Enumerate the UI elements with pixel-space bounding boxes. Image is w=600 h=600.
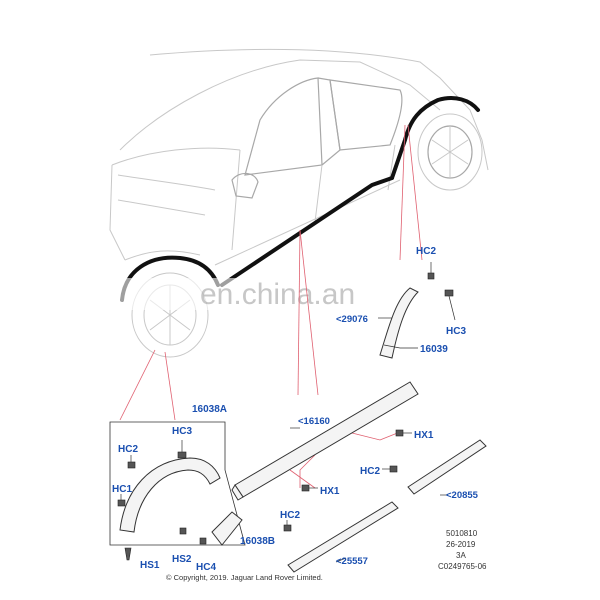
copyright-text: © Copyright, 2019. Jaguar Land Rover Lim… <box>166 573 323 582</box>
callout-16039: 16039 <box>420 344 448 355</box>
ref-line-2: 26-2019 <box>446 540 476 549</box>
bracket-16038B <box>211 511 243 546</box>
hc2-mid-fastener-icon <box>389 465 398 473</box>
callout-20855: <20855 <box>446 490 479 501</box>
callout-hs2: HS2 <box>172 554 192 565</box>
callout-hc3-right: HC3 <box>446 326 466 337</box>
leader-lines <box>119 124 423 489</box>
hx1-top-fastener-icon <box>395 429 404 437</box>
callout-hc1-box: HC1 <box>112 484 132 495</box>
watermark-text: en.china.an <box>200 278 355 311</box>
hc3-fastener-icon <box>444 289 454 297</box>
hc2-clip-icon <box>127 461 136 469</box>
callout-hc2-mid: HC2 <box>360 466 380 477</box>
reference-block: 5010810 26-2019 3A C0249765-06 <box>438 529 487 571</box>
callout-hc4: HC4 <box>196 562 216 573</box>
hs2-fastener-icon <box>179 527 187 535</box>
callout-16038A: 16038A <box>192 404 227 415</box>
hc2-bottom-fastener-icon <box>283 524 292 532</box>
ref-line-1: 5010810 <box>446 529 478 538</box>
part-16160 <box>231 381 419 501</box>
callout-hs1: HS1 <box>140 560 160 571</box>
callout-16038B: 16038B <box>240 536 275 547</box>
part-16039 <box>378 262 456 359</box>
detail-box-16038A <box>109 421 246 561</box>
ref-line-4: C0249765-06 <box>438 562 487 571</box>
hc1-clip-icon <box>117 499 126 507</box>
hc3-clip-icon <box>177 451 187 459</box>
callout-29076: <29076 <box>336 314 368 325</box>
callout-hx1-bottom: HX1 <box>320 486 340 497</box>
callout-hc2-box: HC2 <box>118 444 138 455</box>
hc2-fastener-icon <box>427 272 435 280</box>
callout-25557: <25557 <box>336 556 368 567</box>
callout-16160: <16160 <box>298 416 330 427</box>
part-20855 <box>382 439 487 496</box>
hx1-bottom-fastener-icon <box>301 484 310 492</box>
vehicle-outline <box>109 48 489 358</box>
front-arch-part <box>119 457 221 533</box>
ref-line-3: 3A <box>456 551 466 560</box>
callout-hc2-bottom: HC2 <box>280 510 300 521</box>
sill-trim <box>220 176 394 287</box>
hc4-fastener-icon <box>199 537 207 545</box>
hs1-screw-icon <box>124 547 132 561</box>
part-25557 <box>283 501 399 573</box>
callout-hx1-top: HX1 <box>414 430 434 441</box>
callout-hc3-box: HC3 <box>172 426 192 437</box>
callout-hc2-top: HC2 <box>416 246 436 257</box>
